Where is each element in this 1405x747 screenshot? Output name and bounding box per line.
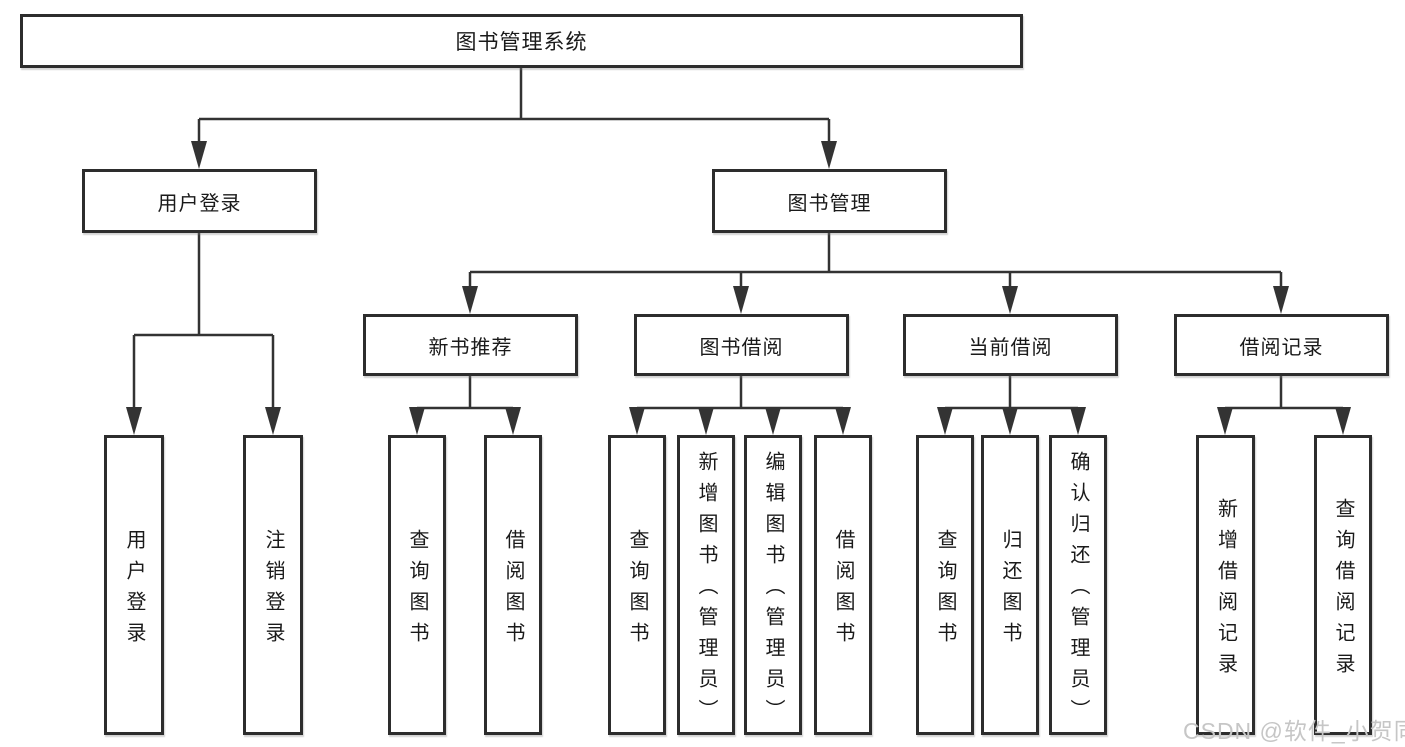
node-book-borrow: 图书借阅 xyxy=(634,314,849,376)
leaf-add-book-admin: 新增图书（管理员） xyxy=(677,435,735,735)
node-book-management: 图书管理 xyxy=(712,169,947,233)
node-root: 图书管理系统 xyxy=(20,14,1023,68)
arrowheads xyxy=(126,141,1351,435)
leaf-logout: 注销登录 xyxy=(243,435,303,735)
leaf-user-login: 用户登录 xyxy=(104,435,164,735)
leaf-confirm-return-admin: 确认归还（管理员） xyxy=(1049,435,1107,735)
leaf-query-book-current: 查询图书 xyxy=(916,435,974,735)
node-user-login: 用户登录 xyxy=(82,169,317,233)
node-borrow-records: 借阅记录 xyxy=(1174,314,1389,376)
leaf-return-book: 归还图书 xyxy=(981,435,1039,735)
leaf-query-book-recommend: 查询图书 xyxy=(388,435,446,735)
leaf-query-borrow-record: 查询借阅记录 xyxy=(1314,435,1372,735)
node-new-book-recommend: 新书推荐 xyxy=(363,314,578,376)
leaf-borrow-book-recommend: 借阅图书 xyxy=(484,435,542,735)
leaf-edit-book-admin: 编辑图书（管理员） xyxy=(744,435,802,735)
node-current-borrow: 当前借阅 xyxy=(903,314,1118,376)
leaf-query-book-borrow: 查询图书 xyxy=(608,435,666,735)
leaf-borrow-book-borrow: 借阅图书 xyxy=(814,435,872,735)
leaf-add-borrow-record: 新增借阅记录 xyxy=(1196,435,1255,735)
csdn-watermark: CSDN @软件_小贺同学 xyxy=(1183,718,1405,744)
